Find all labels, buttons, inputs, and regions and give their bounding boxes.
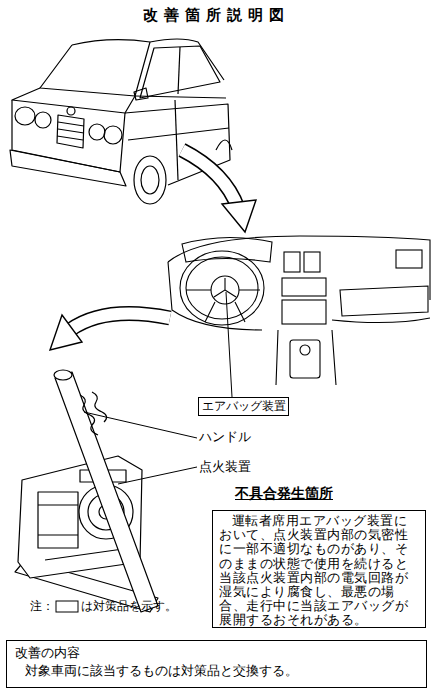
- gear-gate: [290, 340, 320, 378]
- steering-wheel-inner: [186, 257, 258, 319]
- curved-arrow: [50, 314, 170, 350]
- section-heading: 改善の内容: [15, 644, 418, 662]
- callout-label: エアバッグ装置: [199, 398, 288, 415]
- air-vent: [304, 252, 320, 272]
- car-grille: [57, 115, 84, 148]
- car-pillar: [178, 47, 180, 94]
- steering-hub: [211, 276, 239, 304]
- car-emblem: [67, 107, 75, 115]
- car-hubcap: [141, 166, 159, 194]
- car-hood: [12, 88, 135, 113]
- climate-control: [282, 300, 326, 324]
- emblem: [214, 278, 236, 297]
- inflator-line: [38, 534, 78, 535]
- defect-box: 不具合発生箇所運転者席用エアバッグ装置において、点火装置内部の気密性に一部不適切…: [212, 510, 426, 628]
- air-vent: [284, 252, 300, 272]
- note-label: は対策品を示す。: [81, 598, 177, 614]
- car-door-line: [175, 100, 178, 180]
- car-headlight: [89, 124, 105, 140]
- dashboard-drawing: [168, 236, 430, 385]
- diagram-title: 改善箇所説明図: [0, 6, 433, 25]
- steering-spokes: [186, 290, 260, 322]
- car-roof: [72, 39, 224, 80]
- car-mirror: [134, 88, 148, 100]
- gear-knob: [300, 345, 310, 355]
- part-label: ハンドル: [199, 429, 251, 445]
- remedy-box: 改善の内容対象車両に該当するものは対策品と交換する。: [6, 640, 427, 688]
- car-side-window: [140, 46, 220, 98]
- car-headlight: [15, 107, 35, 125]
- car-bumper: [10, 150, 126, 186]
- car-rear-wheel-arch: [216, 140, 232, 150]
- console: [276, 330, 336, 385]
- steering-wheel: [180, 251, 264, 325]
- defect-description: 運転者席用エアバッグ装置において、点火装置内部の気密性に一部不適切なものがあり、…: [219, 514, 419, 628]
- air-vent: [396, 250, 422, 268]
- radio: [282, 278, 326, 296]
- car-grille-bar: [58, 129, 84, 133]
- steering-rim: [55, 372, 158, 612]
- inflator-body: [38, 492, 78, 548]
- leader-line: [84, 412, 197, 438]
- housing-edge: [45, 548, 130, 560]
- remedy-description: 対象車両に該当するものは対策品と交換する。: [15, 662, 418, 680]
- car-drawing: [10, 39, 232, 204]
- part-label: 点火装置: [199, 459, 251, 475]
- car-grille-bar: [57, 136, 83, 140]
- note-label: 注：: [30, 598, 54, 614]
- callout-box: エアバッグ装置: [198, 397, 289, 416]
- inflator-line: [38, 504, 78, 505]
- dash-left: [168, 262, 262, 330]
- instrument-cluster: [182, 237, 272, 262]
- car-side-trim: [128, 128, 229, 140]
- glovebox: [340, 286, 428, 316]
- section-heading: 不具合発生箇所: [235, 485, 333, 503]
- note-symbol: [56, 601, 78, 612]
- steering-section: [15, 370, 158, 612]
- leader-line: [226, 292, 232, 397]
- car-grille-bar: [58, 122, 84, 126]
- car-windshield: [40, 42, 150, 96]
- folded-bag: [92, 392, 107, 422]
- car-beltline: [135, 96, 226, 98]
- rim-cap: [54, 370, 72, 380]
- leader-line: [118, 467, 197, 484]
- car-wheel: [134, 156, 166, 204]
- car-headlight: [104, 126, 122, 144]
- car-headlight: [35, 112, 51, 128]
- dash-lower: [332, 318, 430, 323]
- curved-arrow: [182, 150, 256, 232]
